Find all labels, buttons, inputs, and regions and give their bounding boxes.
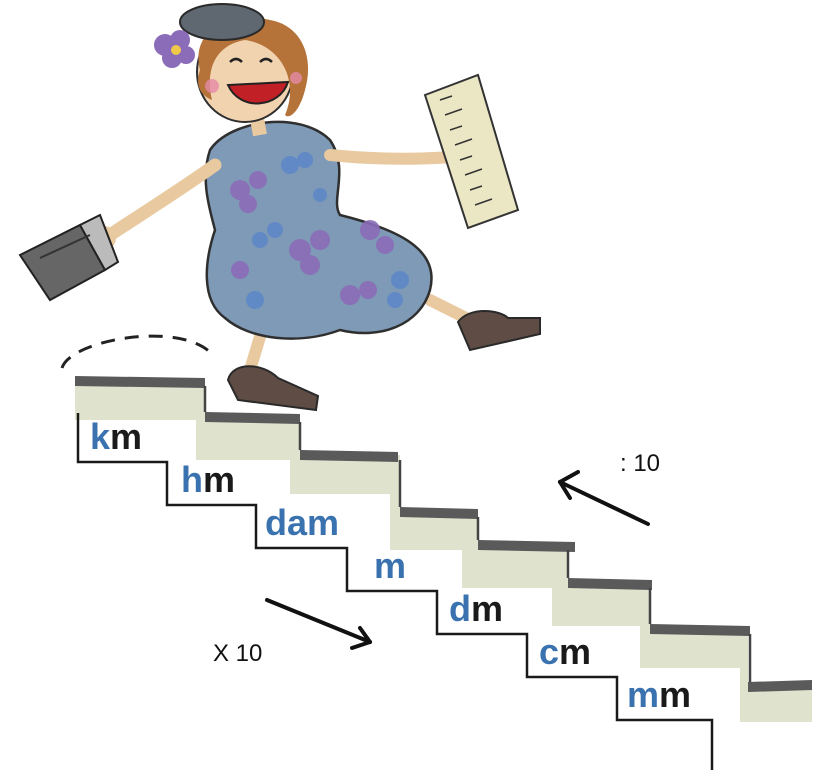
unit-prefix: d: [449, 588, 471, 629]
unit-prefix: m: [627, 674, 659, 715]
unit-label-cm: cm: [539, 634, 591, 670]
arrow-down-right: [267, 600, 370, 648]
staircase-shadow: [75, 382, 812, 722]
unit-base: m: [110, 416, 142, 457]
unit-label-dam: dam: [265, 505, 339, 541]
unit-base: m: [203, 459, 235, 500]
unit-prefix: m: [374, 545, 406, 586]
unit-prefix: h: [181, 459, 203, 500]
divide-by-ten-label: : 10: [620, 450, 660, 478]
unit-prefix: k: [90, 416, 110, 457]
handbag-icon: [20, 215, 118, 300]
unit-base: m: [559, 631, 591, 672]
unit-label-mm: mm: [627, 677, 691, 713]
unit-label-km: km: [90, 419, 142, 455]
arrow-up-left: [560, 472, 648, 524]
unit-prefix: dam: [265, 502, 339, 543]
ruler-icon: [425, 75, 518, 228]
unit-base: m: [659, 674, 691, 715]
unit-label-dm: dm: [449, 591, 503, 627]
jump-arc-dashed: [62, 336, 212, 368]
unit-label-m: m: [374, 548, 406, 584]
multiply-by-ten-label: X 10: [213, 640, 262, 668]
unit-label-hm: hm: [181, 462, 235, 498]
unit-prefix: c: [539, 631, 559, 672]
unit-base: m: [471, 588, 503, 629]
